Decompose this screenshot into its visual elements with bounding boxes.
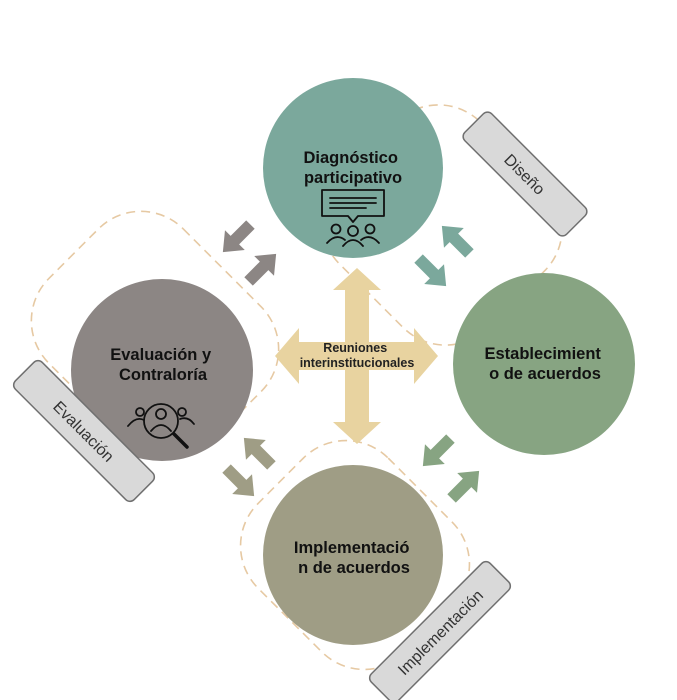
stage-circle-establecimiento	[453, 273, 635, 455]
stage-label-line: Evaluación y	[110, 346, 212, 364]
arrow-diag-to-est	[408, 248, 457, 297]
stage-label-line: participativo	[304, 169, 402, 187]
stage-label-line: Establecimient	[484, 345, 601, 363]
arrow-est-to-impl	[412, 428, 461, 477]
stage-label-diagnostico: Diagnóstico participativo	[303, 149, 402, 187]
stage-label-line: Implementació	[294, 539, 410, 557]
stage-circle-evaluacion	[71, 279, 253, 461]
center-cross-arrow	[275, 268, 438, 444]
arrow-eval-to-impl	[216, 458, 265, 507]
arrow-impl-to-eval	[233, 427, 282, 476]
feedback-group-icon	[321, 189, 385, 247]
center-label-line: interinstitucionales	[300, 356, 415, 370]
stage-label-line: Diagnóstico	[303, 149, 397, 167]
center-label: Reuniones interinstitucionales	[300, 341, 415, 370]
stage-circle-diagnostico	[263, 78, 443, 258]
stage-label-implementacion: Implementació n de acuerdos	[294, 539, 414, 577]
stage-label-evaluacion: Evaluación y Contraloría	[110, 346, 215, 384]
center-label-line: Reuniones	[323, 341, 387, 355]
arrow-est-to-diag	[431, 215, 480, 264]
arrow-impl-to-est	[441, 460, 490, 509]
stage-circle-implementacion	[263, 465, 443, 645]
people-search-icon	[127, 403, 195, 449]
stage-label-line: o de acuerdos	[489, 365, 601, 383]
stage-label-line: n de acuerdos	[298, 559, 410, 577]
stage-label-establecimiento: Establecimient o de acuerdos	[484, 345, 605, 383]
arrow-diag-to-eval	[212, 214, 261, 263]
arrow-eval-to-diag	[238, 243, 287, 292]
phase-tag-diseno: Diseño	[462, 111, 588, 237]
stage-label-line: Contraloría	[119, 366, 208, 384]
